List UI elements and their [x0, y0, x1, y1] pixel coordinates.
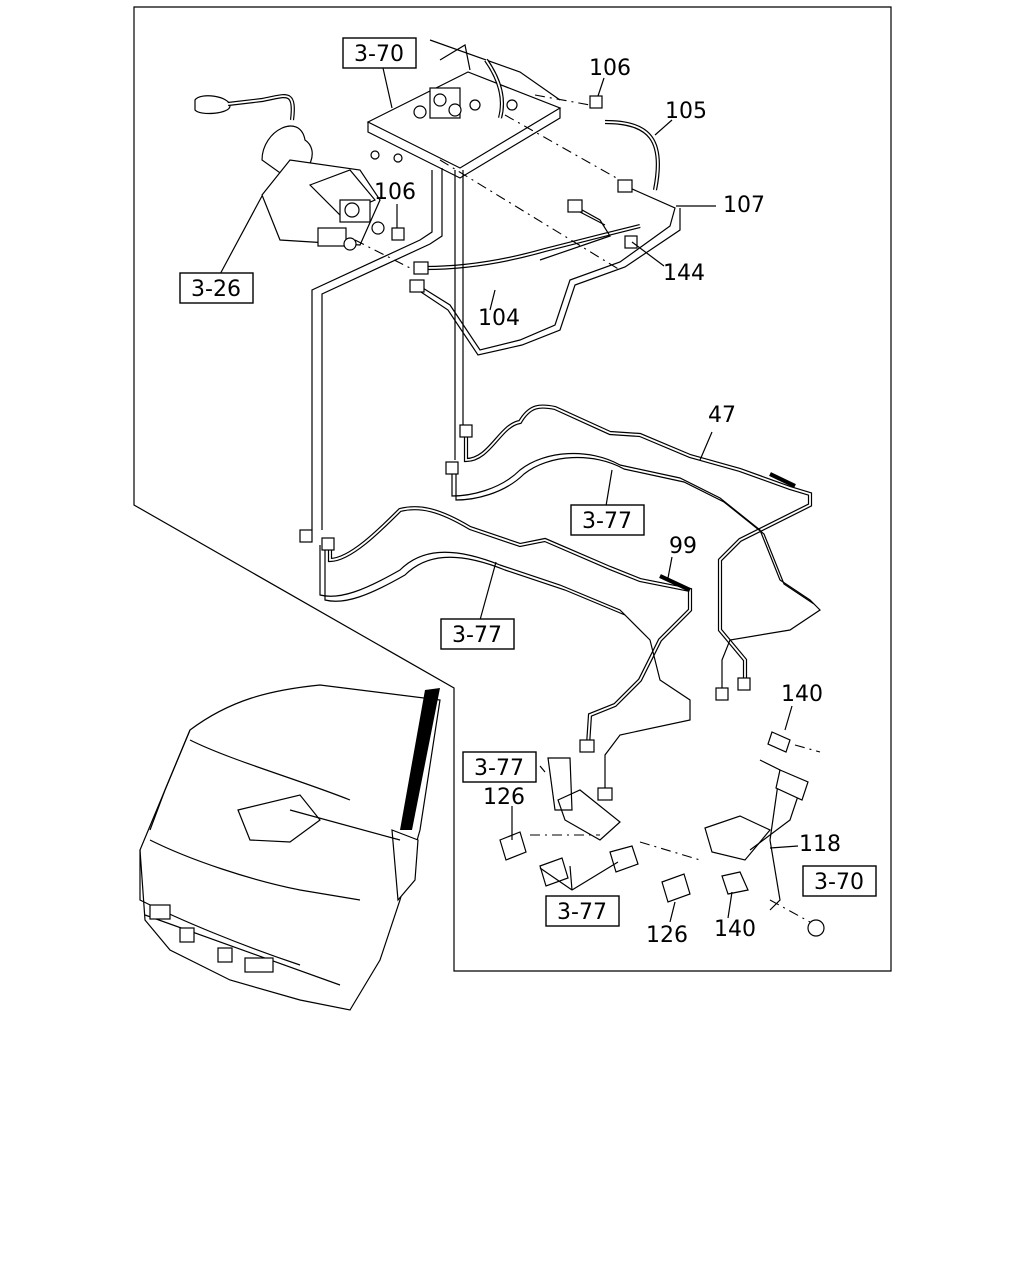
- callout-126-left: 126: [483, 785, 525, 810]
- ref-box-3-70-top: 3-70: [342, 37, 417, 69]
- callout-47: 47: [708, 403, 736, 428]
- callout-140-bottom: 140: [714, 917, 756, 942]
- callout-107: 107: [723, 193, 765, 218]
- shift-lever-unit: [194, 94, 385, 251]
- middle-pipes: [299, 404, 821, 801]
- callout-105: 105: [665, 99, 707, 124]
- callout-106-top: 106: [589, 56, 631, 81]
- svg-text:3-77: 3-77: [474, 756, 524, 781]
- lower-valve-block: [499, 731, 825, 937]
- svg-text:3-77: 3-77: [582, 509, 632, 534]
- ref-box-3-77-b: 3-77: [440, 618, 515, 650]
- ref-box-3-26: 3-26: [179, 272, 254, 304]
- callout-118: 118: [799, 832, 841, 857]
- ref-box-3-77-d: 3-77: [545, 895, 620, 927]
- svg-text:3-70: 3-70: [814, 870, 864, 895]
- svg-text:3-77: 3-77: [557, 900, 607, 925]
- callout-99: 99: [669, 534, 697, 559]
- detail-frame: [133, 6, 892, 972]
- svg-text:3-77: 3-77: [452, 623, 502, 648]
- callout-140-top: 140: [781, 682, 823, 707]
- ref-box-3-77-c: 3-77: [462, 751, 537, 783]
- ref-box-3-77-a: 3-77: [570, 504, 645, 536]
- valve-bracket-plate: [366, 39, 562, 179]
- callout-104: 104: [478, 306, 520, 331]
- centerline-pipes: [311, 94, 621, 530]
- callout-labels: 106 105 106 107 144 104 47 99 140 126 11…: [374, 56, 841, 948]
- svg-text:3-70: 3-70: [354, 42, 404, 67]
- callout-126-bottom: 126: [646, 923, 688, 948]
- callout-106-mid: 106: [374, 180, 416, 205]
- ref-box-3-70-bottom: 3-70: [802, 865, 877, 897]
- truck-cab-illustration: [139, 684, 441, 1011]
- leader-lines: [217, 67, 799, 923]
- upper-pipes: [391, 95, 681, 356]
- callout-144: 144: [663, 261, 705, 286]
- svg-text:3-26: 3-26: [191, 277, 241, 302]
